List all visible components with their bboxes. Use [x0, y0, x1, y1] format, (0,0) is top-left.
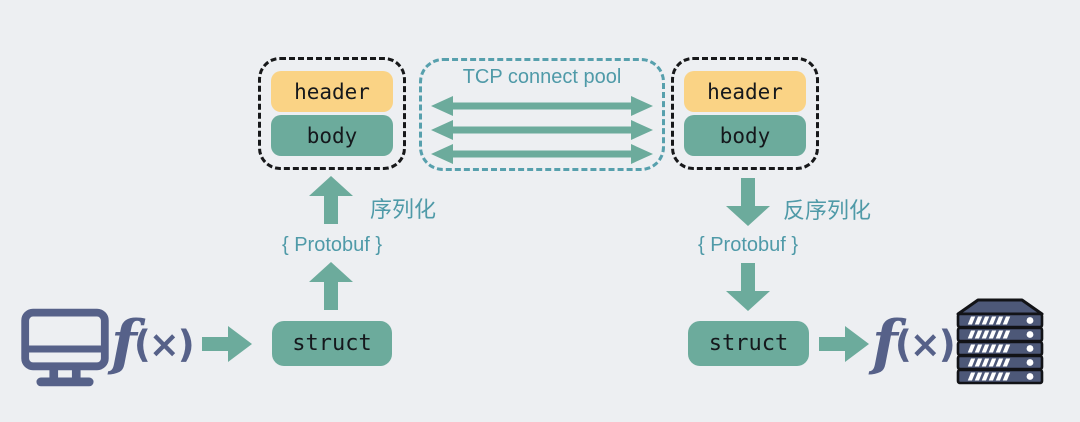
tcp-connection-arrow-icon [431, 96, 653, 116]
monitor-icon [21, 308, 109, 387]
tcp-connect-pool: TCP connect pool [419, 58, 665, 171]
response-header-box: header [684, 71, 806, 112]
fx-args-glyph: (×) [894, 322, 956, 366]
tcp-connection-arrow-icon [431, 120, 653, 140]
request-packet: header body [258, 57, 406, 170]
response-body-box: body [684, 115, 806, 156]
tcp-connect-pool-title: TCP connect pool [462, 66, 622, 88]
serialize-label: 序列化 [370, 197, 437, 222]
fx-f-glyph: f [872, 308, 898, 378]
fx-f-glyph: f [111, 308, 137, 378]
response-packet: header body [671, 57, 819, 170]
request-header-box: header [271, 71, 393, 112]
client-function-fx: f (×) [111, 308, 195, 378]
serialize-arrow-up-icon [309, 176, 353, 224]
client-struct-box: struct [272, 321, 392, 366]
deserialize-arrow-down-icon [726, 178, 770, 226]
protobuf-to-struct-arrow-icon [726, 263, 770, 311]
struct-to-protobuf-arrow-icon [309, 262, 353, 310]
protobuf-label-client: { Protobuf } [281, 234, 383, 256]
server-function-fx: f (×) [872, 308, 956, 378]
fx-args-glyph: (×) [133, 322, 195, 366]
server-struct-box: struct [688, 321, 809, 366]
server-rack-icon [956, 298, 1044, 385]
deserialize-label: 反序列化 [783, 198, 872, 223]
tcp-connection-arrow-icon [431, 144, 653, 164]
fx-to-struct-arrow-icon [202, 326, 252, 362]
protobuf-label-server: { Protobuf } [697, 234, 799, 256]
request-body-box: body [271, 115, 393, 156]
struct-to-fx-arrow-icon [819, 326, 869, 362]
